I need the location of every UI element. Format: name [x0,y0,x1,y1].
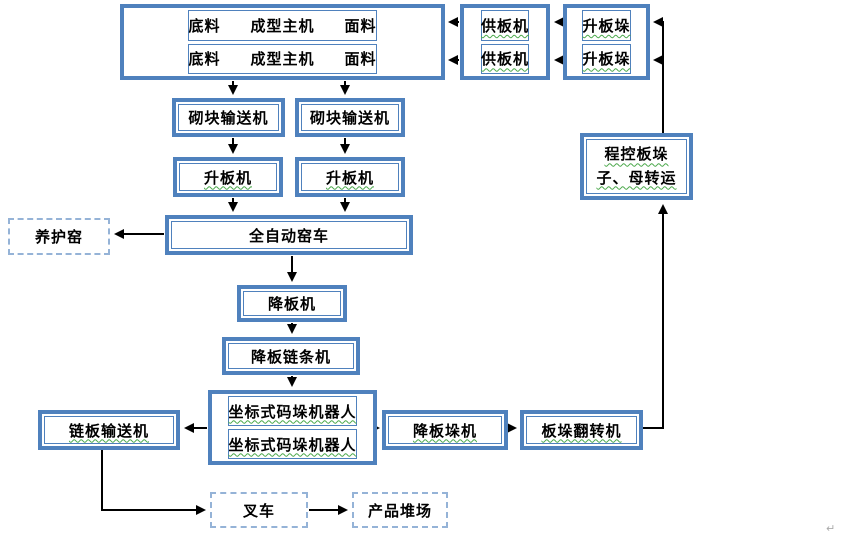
palletizing-robot-group: 坐标式码垛机器人 坐标式码垛机器人 [208,390,377,465]
forming-line-1: 底料 成型主机 面料 [188,10,377,41]
forklift-label: 叉车 [242,501,275,520]
palletizing-robot-2: 坐标式码垛机器人 [228,429,357,459]
board-feeder-2: 供板机 [480,43,529,74]
paragraph-mark: ↵ [826,522,836,535]
board-lowerer-label: 降板机 [267,295,316,313]
forklift: 叉车 [210,492,308,528]
curing-kiln: 养护窑 [8,218,110,255]
stack-lifter-1-label: 升板垛 [582,16,631,35]
stack-lowerer-label: 降板垛机 [412,421,477,440]
edge-chainconveyor-forklift [101,450,206,515]
board-chain-lowerer-label: 降板链条机 [250,347,331,366]
board-lifter-1: 升板机 [173,157,283,197]
board-feeder-1-label: 供板机 [480,16,529,35]
chain-plate-conveyor: 链板输送机 [38,410,180,450]
board-lowerer: 降板机 [237,285,347,322]
forming-2-face-material-label: 面料 [344,50,377,69]
board-feeder-group: 供板机 供板机 [460,4,550,80]
board-lifter-1-label: 升板机 [203,168,252,187]
block-conveyor-1: 砌块输送机 [172,98,285,137]
curing-kiln-label: 养护窑 [34,228,83,246]
stack-flipper: 板垛翻转机 [520,410,643,450]
product-yard: 产品堆场 [352,492,448,528]
product-yard-label: 产品堆场 [367,501,432,520]
forming-2-main-machine-label: 成型主机 [250,50,315,69]
board-lifter-2: 升板机 [295,157,405,197]
forming-1-face-material-label: 面料 [344,16,377,35]
board-lifter-2-label: 升板机 [325,168,374,187]
chain-plate-conveyor-label: 链板输送机 [68,421,149,440]
forming-1-bottom-material-label: 底料 [188,16,221,35]
edge-transfer-stacklifter1 [653,17,664,133]
forming-line-2: 底料 成型主机 面料 [188,43,377,74]
forming-1-main-machine-label: 成型主机 [250,16,315,35]
stack-lowerer: 降板垛机 [382,410,508,450]
programmed-pallet-transfer-line2: 子、母转运 [596,168,677,187]
stack-lifter-2-label: 升板垛 [582,50,631,69]
stack-flipper-label: 板垛翻转机 [541,421,622,440]
stack-lifter-2: 升板垛 [582,43,631,74]
block-conveyor-2-label: 砌块输送机 [309,109,390,127]
auto-kiln-car-label: 全自动窑车 [248,226,329,245]
programmed-pallet-transfer: 程控板垛 子、母转运 [580,133,693,200]
palletizing-robot-2-label: 坐标式码垛机器人 [228,435,357,454]
edge-flipper-transfer [643,204,668,429]
palletizing-robot-1-label: 坐标式码垛机器人 [228,402,357,421]
forming-2-bottom-material-label: 底料 [188,50,221,69]
board-feeder-2-label: 供板机 [480,50,529,69]
block-conveyor-1-label: 砌块输送机 [188,109,269,127]
programmed-pallet-transfer-line1: 程控板垛 [604,145,669,164]
block-conveyor-2: 砌块输送机 [295,98,405,137]
stack-lifter-1: 升板垛 [582,10,631,41]
board-feeder-1: 供板机 [480,10,529,41]
palletizing-robot-1: 坐标式码垛机器人 [228,396,357,426]
forming-line-group: 底料 成型主机 面料 底料 成型主机 面料 [120,4,445,80]
stack-lifter-group: 升板垛 升板垛 [563,4,650,80]
auto-kiln-car: 全自动窑车 [165,215,413,255]
board-chain-lowerer: 降板链条机 [222,337,360,375]
